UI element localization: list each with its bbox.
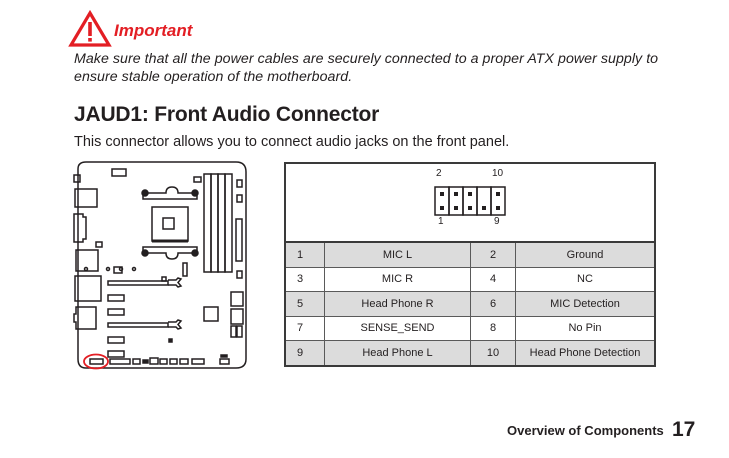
io-port xyxy=(73,306,97,330)
section-description: This connector allows you to connect aud… xyxy=(74,134,510,150)
pin-signal: Ground xyxy=(515,243,654,268)
cpu-socket xyxy=(151,206,189,242)
pin-header-icon xyxy=(434,186,506,216)
board-outline xyxy=(77,161,247,369)
cooler-mount xyxy=(142,246,198,260)
important-label: Important xyxy=(114,21,193,40)
pin-number: 3 xyxy=(286,266,325,292)
pin-label-bottom-left: 1 xyxy=(438,216,444,227)
pin-number: 8 xyxy=(470,315,516,341)
cooler-mount xyxy=(142,186,198,200)
pin-signal: Head Phone R xyxy=(324,291,471,317)
dimm-slot xyxy=(217,173,226,273)
jaud1-header xyxy=(89,358,104,365)
pin-signal: No Pin xyxy=(515,315,654,341)
pcie-slot xyxy=(107,280,169,286)
atx-power xyxy=(235,218,243,262)
pin-number: 6 xyxy=(470,291,516,317)
pin-label-bottom-right: 9 xyxy=(494,216,500,227)
dimm-slot xyxy=(224,173,233,273)
pin-number: 9 xyxy=(286,340,325,365)
pin-number: 10 xyxy=(470,340,516,365)
pin-signal: MIC R xyxy=(324,266,471,292)
jaud1-highlight-circle xyxy=(83,353,109,370)
connector-pin-diagram: 2 10 1 9 xyxy=(286,164,654,243)
important-note-text: Make sure that all the power cables are … xyxy=(74,51,659,85)
footer-section-name: Overview of Components xyxy=(507,423,664,438)
pin-number: 4 xyxy=(470,266,516,292)
pin-number: 2 xyxy=(470,243,516,268)
pin-number: 7 xyxy=(286,315,325,341)
io-port xyxy=(74,275,102,302)
pin-signal: Head Phone Detection xyxy=(515,340,654,365)
page-number: 17 xyxy=(672,418,696,441)
pin-number: 5 xyxy=(286,291,325,317)
motherboard-diagram xyxy=(73,161,247,370)
pin-label-top-left: 2 xyxy=(436,168,442,179)
important-notice-header: Important xyxy=(68,10,192,48)
dimm-slot xyxy=(203,173,212,273)
pin-signal: Head Phone L xyxy=(324,340,471,365)
io-port xyxy=(73,174,81,183)
pin-label-top-right: 10 xyxy=(492,168,504,179)
pin-signal: SENSE_SEND xyxy=(324,315,471,341)
warning-triangle-icon xyxy=(68,10,112,47)
pcie-slot xyxy=(107,322,169,328)
dimm-slot xyxy=(210,173,219,273)
io-port xyxy=(73,213,87,243)
io-port xyxy=(74,188,98,208)
section-title: JAUD1: Front Audio Connector xyxy=(74,103,380,126)
pin-signal: MIC L xyxy=(324,243,471,268)
pin-signal: NC xyxy=(515,266,654,292)
pin-number: 1 xyxy=(286,243,325,268)
pin-signal: MIC Detection xyxy=(515,291,654,317)
